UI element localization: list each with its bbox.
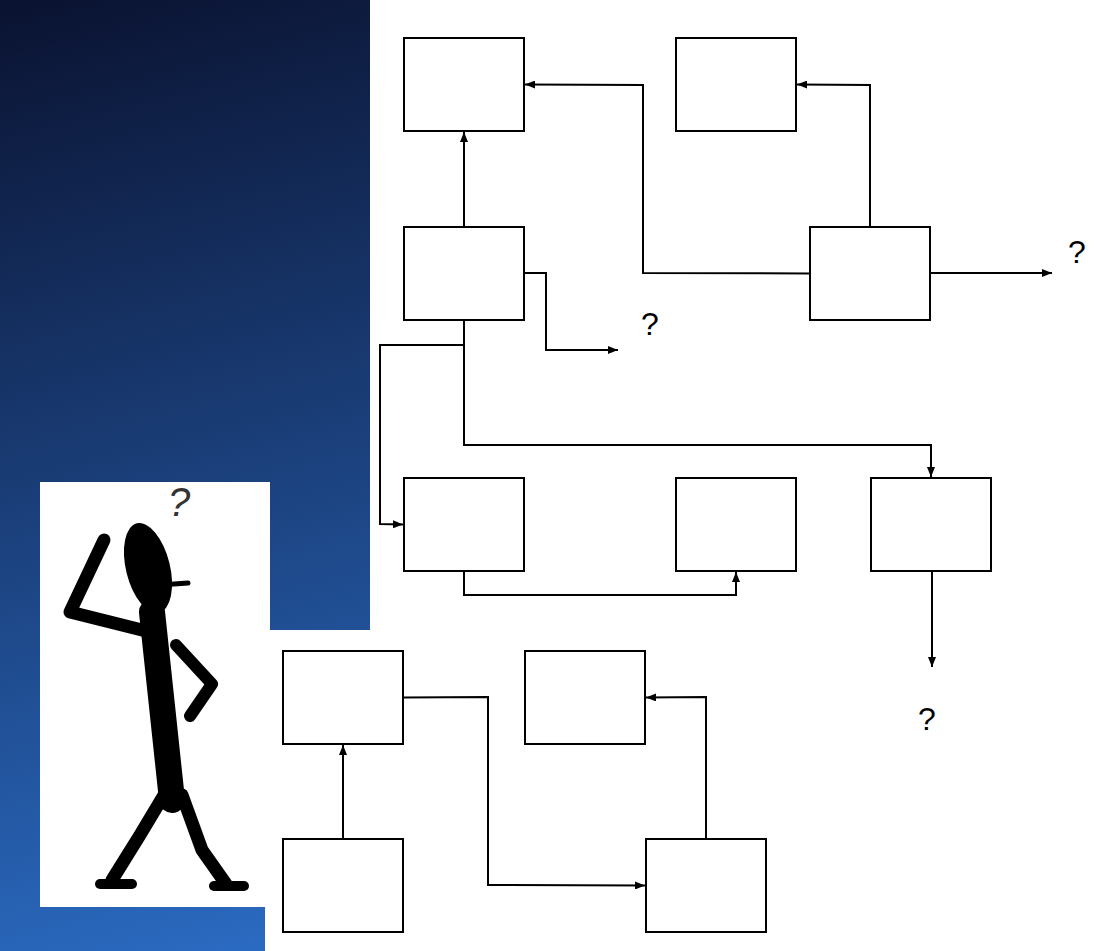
open-arrow bbox=[930, 272, 1052, 274]
question-mark: ? bbox=[1068, 236, 1086, 268]
question-mark: ? bbox=[641, 308, 659, 340]
connector-arrow bbox=[342, 745, 344, 838]
process-box bbox=[675, 477, 797, 572]
question-mark: ? bbox=[168, 482, 190, 522]
connector-arrow bbox=[464, 572, 736, 595]
process-box bbox=[282, 650, 404, 745]
connector-arrow bbox=[464, 321, 931, 477]
open-arrow bbox=[931, 572, 933, 667]
process-box bbox=[809, 226, 931, 321]
question-mark: ? bbox=[918, 703, 936, 735]
process-box bbox=[645, 838, 767, 933]
process-box bbox=[403, 226, 525, 321]
diagram-ground bbox=[265, 630, 1112, 951]
process-box bbox=[675, 37, 797, 132]
process-box bbox=[870, 477, 992, 572]
process-box bbox=[282, 838, 404, 933]
connector-arrow bbox=[646, 697, 706, 838]
process-box bbox=[403, 477, 525, 572]
figure-ground bbox=[40, 482, 270, 907]
stick-figure bbox=[70, 518, 244, 886]
connector-arrow bbox=[797, 85, 870, 227]
process-box bbox=[403, 37, 525, 132]
connector-arrow bbox=[463, 132, 465, 226]
process-box bbox=[524, 650, 646, 745]
open-arrow bbox=[524, 273, 618, 350]
